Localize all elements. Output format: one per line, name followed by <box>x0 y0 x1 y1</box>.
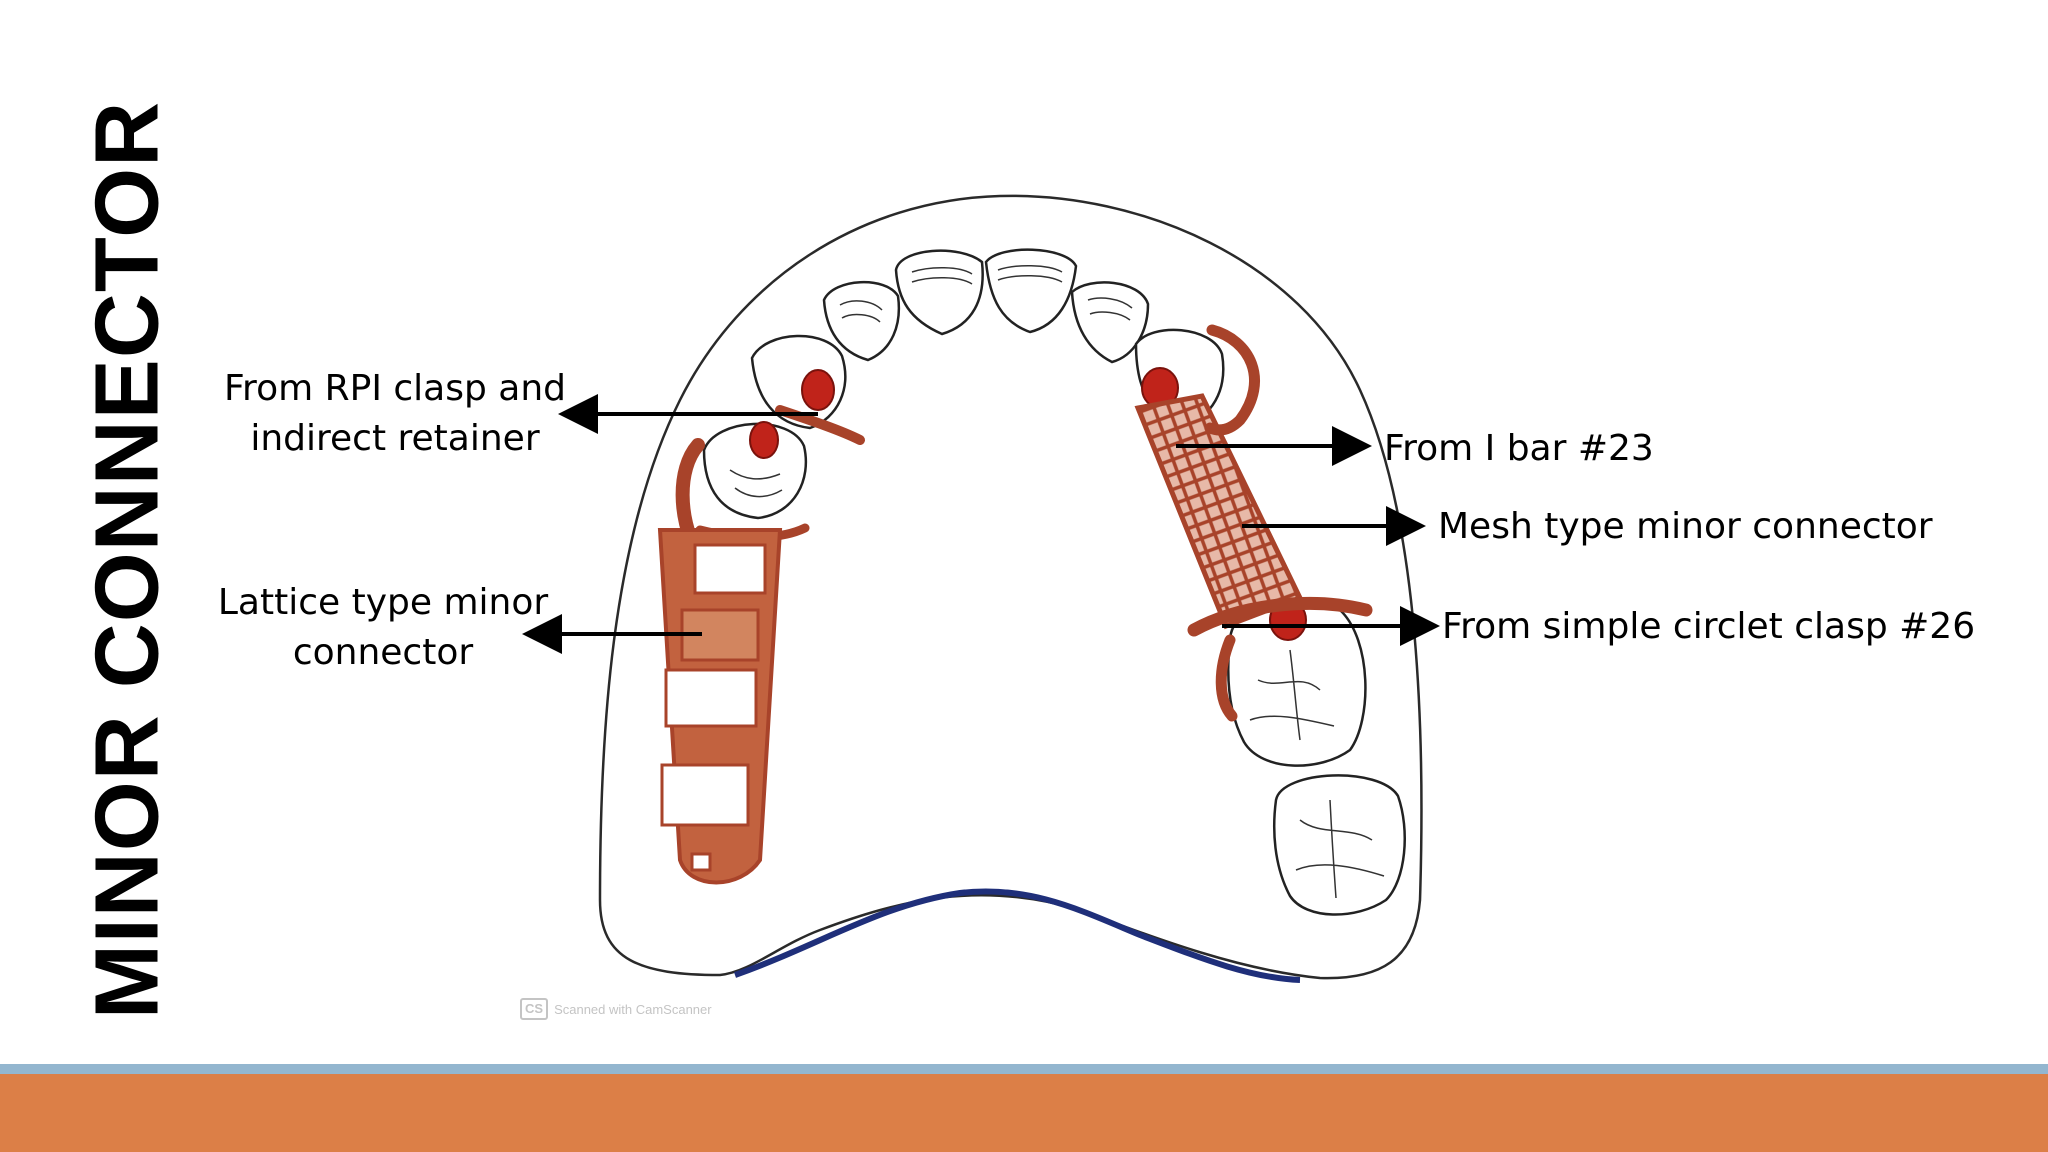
footer-band-blue <box>0 1064 2048 1074</box>
label-rpi-line2: indirect retainer <box>250 418 540 459</box>
label-rpi-clasp: From RPI clasp and indirect retainer <box>208 364 582 464</box>
scan-watermark: CS Scanned with CamScanner <box>520 998 712 1020</box>
label-rpi-line1: From RPI clasp and <box>223 368 567 409</box>
label-mesh-connector: Mesh type minor connector <box>1438 506 1933 547</box>
posterior-teeth <box>1226 598 1406 916</box>
label-i-bar: From I bar #23 <box>1384 428 1654 469</box>
footer-band-orange <box>0 1074 2048 1152</box>
lattice-connector <box>657 528 783 885</box>
label-circlet-clasp: From simple circlet clasp #26 <box>1442 606 1976 647</box>
circlet-clasp <box>1187 596 1373 722</box>
label-lattice-connector: Lattice type minor connector <box>206 578 560 678</box>
watermark-text: Scanned with CamScanner <box>554 1001 712 1017</box>
label-lattice-line2: connector <box>292 632 474 673</box>
label-lattice-line1: Lattice type minor <box>217 582 549 623</box>
leader-arrows <box>522 394 1440 654</box>
posterior-border <box>734 888 1301 983</box>
tooth-details <box>729 264 1133 498</box>
camscanner-logo: CS <box>520 998 549 1020</box>
